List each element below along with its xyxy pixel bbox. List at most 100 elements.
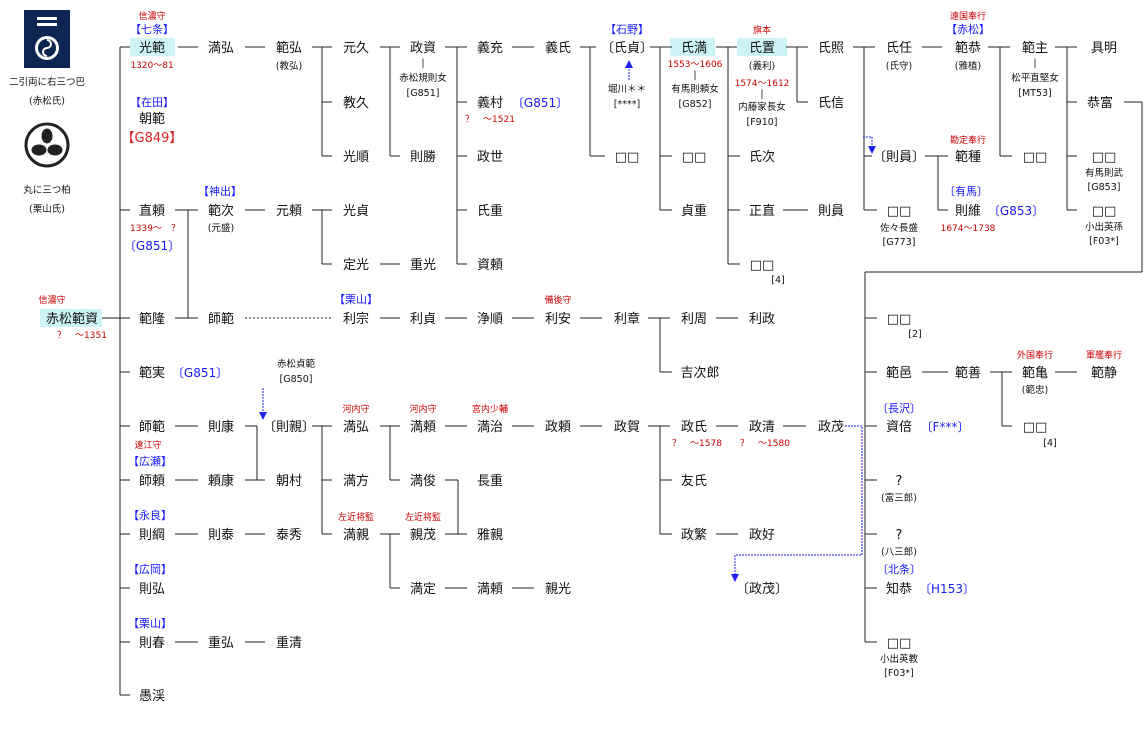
person-noriyasu: 則泰 bbox=[208, 528, 234, 543]
spouse-note: 小出英孫 bbox=[1085, 221, 1124, 233]
person-masauji: 政氏 bbox=[681, 420, 707, 435]
person-morinori2: 師範 bbox=[139, 420, 165, 435]
date-label: 1339～ ？ bbox=[130, 224, 180, 234]
date-label: 1674～1738 bbox=[941, 224, 996, 234]
branch-label: 【七条】 bbox=[130, 22, 174, 36]
person-sadashige: 貞重 bbox=[681, 203, 707, 219]
person-rishu: 利宗 bbox=[343, 311, 369, 327]
person-mitsutoshi: 満俊 bbox=[410, 474, 436, 489]
person-yoriyasu: 頼康 bbox=[208, 473, 234, 489]
person-shigemitsu: 重光 bbox=[410, 257, 436, 273]
blank-person: □□ bbox=[750, 258, 775, 273]
person-mitsusada2: 満定 bbox=[410, 582, 436, 597]
person-masachika: 雅親 bbox=[477, 528, 503, 543]
person-masayoshi: 政好 bbox=[749, 528, 775, 543]
blank-person: □□ bbox=[1023, 150, 1048, 165]
spouse-code: [G773] bbox=[883, 237, 916, 248]
person-rishuu: 利周 bbox=[681, 312, 707, 327]
person-masanao: 正直 bbox=[749, 204, 775, 219]
alias-label: (範忠) bbox=[1022, 384, 1048, 396]
branch-label: 【赤松】 bbox=[946, 22, 990, 36]
date-label: ？ ～1351 bbox=[57, 331, 107, 341]
spouse-note: 内藤家長女 bbox=[738, 101, 786, 113]
person-gukei: 愚渓 bbox=[139, 689, 165, 704]
count-note: [4] bbox=[771, 275, 784, 286]
title-label: 備後守 bbox=[544, 294, 571, 306]
person-masashige2: 政繁 bbox=[681, 527, 707, 543]
person-norikazu: 〔則員〕 bbox=[873, 150, 925, 165]
branch-label: 【栗山】 bbox=[128, 617, 172, 630]
date-label: ？ ～1580 bbox=[740, 439, 790, 449]
svg-text:|: | bbox=[760, 89, 763, 100]
code-label: 【G849】 bbox=[122, 131, 183, 146]
code-label: 〔G853〕 bbox=[988, 204, 1044, 218]
title-label: 河内守 bbox=[409, 403, 436, 415]
spouse-note: 小出英教 bbox=[880, 653, 919, 665]
person-ujimitsu: 氏満 bbox=[681, 41, 707, 56]
connectors bbox=[102, 46, 1143, 696]
person-noritsuke: 赤松範資 bbox=[46, 312, 98, 327]
person-norishizu: 範静 bbox=[1091, 366, 1117, 381]
code-label: 〔G851〕 bbox=[512, 96, 568, 110]
branch-label: 【神出】 bbox=[198, 184, 242, 198]
person-ujitada: 氏任 bbox=[886, 41, 912, 56]
person-noritane: 範種 bbox=[955, 149, 981, 165]
person-norihiro2: 則弘 bbox=[139, 582, 165, 597]
unknown-person: ? bbox=[896, 528, 903, 543]
branch-label: 【在田】 bbox=[130, 96, 174, 109]
person-norinobu: 範恭 bbox=[955, 41, 981, 56]
count-note: [2] bbox=[908, 329, 921, 340]
person-asamura: 朝村 bbox=[276, 474, 302, 489]
spouse-note: 赤松規則女 bbox=[399, 72, 447, 84]
date-label: ？ ～1521 bbox=[465, 115, 515, 125]
person-genkyu: 元久 bbox=[343, 41, 369, 56]
date-label: 1320～81 bbox=[130, 61, 173, 71]
branch-label: 【栗山】 bbox=[334, 293, 378, 306]
person-ujinobu: 氏信 bbox=[818, 96, 844, 111]
person-guemei: 具明 bbox=[1091, 41, 1117, 56]
person-norichika: 〔則親〕 bbox=[263, 420, 315, 435]
person-kichijiro: 吉次郎 bbox=[680, 365, 719, 381]
person-mitsuji: 満治 bbox=[477, 420, 503, 435]
date-label: ？ ～1578 bbox=[672, 439, 722, 449]
person-sadamitsu: 定光 bbox=[343, 258, 369, 273]
person-moroyori: 師頼 bbox=[139, 474, 165, 489]
person-mitsuchika: 満親 bbox=[343, 528, 369, 543]
spouse-code: [F03*] bbox=[884, 668, 914, 679]
title-label: 遠江守 bbox=[134, 439, 161, 451]
alias-label: (教弘) bbox=[276, 60, 302, 72]
person-masashige: 政茂 bbox=[818, 420, 844, 435]
spouse-note: 佐々長盛 bbox=[880, 222, 919, 234]
spouse-code: [MT53] bbox=[1018, 88, 1052, 99]
person-mitsuhiro2: 満弘 bbox=[343, 420, 369, 435]
code-label: 〔F***〕 bbox=[921, 420, 970, 434]
branch-label: 【永良】 bbox=[128, 508, 172, 522]
date-label: 1553～1606 bbox=[668, 60, 723, 70]
person-masashige3: 〔政茂〕 bbox=[736, 582, 788, 597]
person-norinushi: 範主 bbox=[1022, 41, 1048, 56]
branch-label: 【石野】 bbox=[605, 23, 649, 36]
person-noritsuna: 則維 bbox=[955, 204, 981, 219]
svg-text:|: | bbox=[1033, 58, 1036, 69]
person-masayo: 政世 bbox=[477, 150, 503, 165]
person-kyofu: 恭富 bbox=[1087, 95, 1113, 111]
person-sukenori: 資頼 bbox=[477, 258, 503, 273]
person-norihiro: 範弘 bbox=[276, 41, 302, 56]
title-label: 河内守 bbox=[342, 403, 369, 415]
spouse-code: [F910] bbox=[746, 117, 777, 128]
blank-person: □□ bbox=[887, 636, 912, 651]
spouse-code: [G852] bbox=[679, 99, 712, 110]
person-shigehiro: 重弘 bbox=[208, 635, 234, 651]
person-mitsusada: 光貞 bbox=[343, 204, 369, 219]
spouse-note: 有馬則武 bbox=[1085, 167, 1124, 179]
person-risei: 利政 bbox=[749, 312, 775, 327]
blank-person: □□ bbox=[1092, 150, 1117, 165]
person-mitsujun: 光順 bbox=[343, 150, 369, 165]
person-noritsugu: 範次 bbox=[208, 203, 234, 219]
title-label: 外国奉行 bbox=[1017, 349, 1053, 361]
person-nagashige: 長重 bbox=[477, 473, 503, 489]
person-noriharu: 則春 bbox=[139, 636, 165, 651]
title-label: 信濃守 bbox=[38, 294, 65, 306]
person-naoyori: 直頼 bbox=[139, 204, 165, 219]
person-masasuke: 政資 bbox=[410, 41, 436, 56]
